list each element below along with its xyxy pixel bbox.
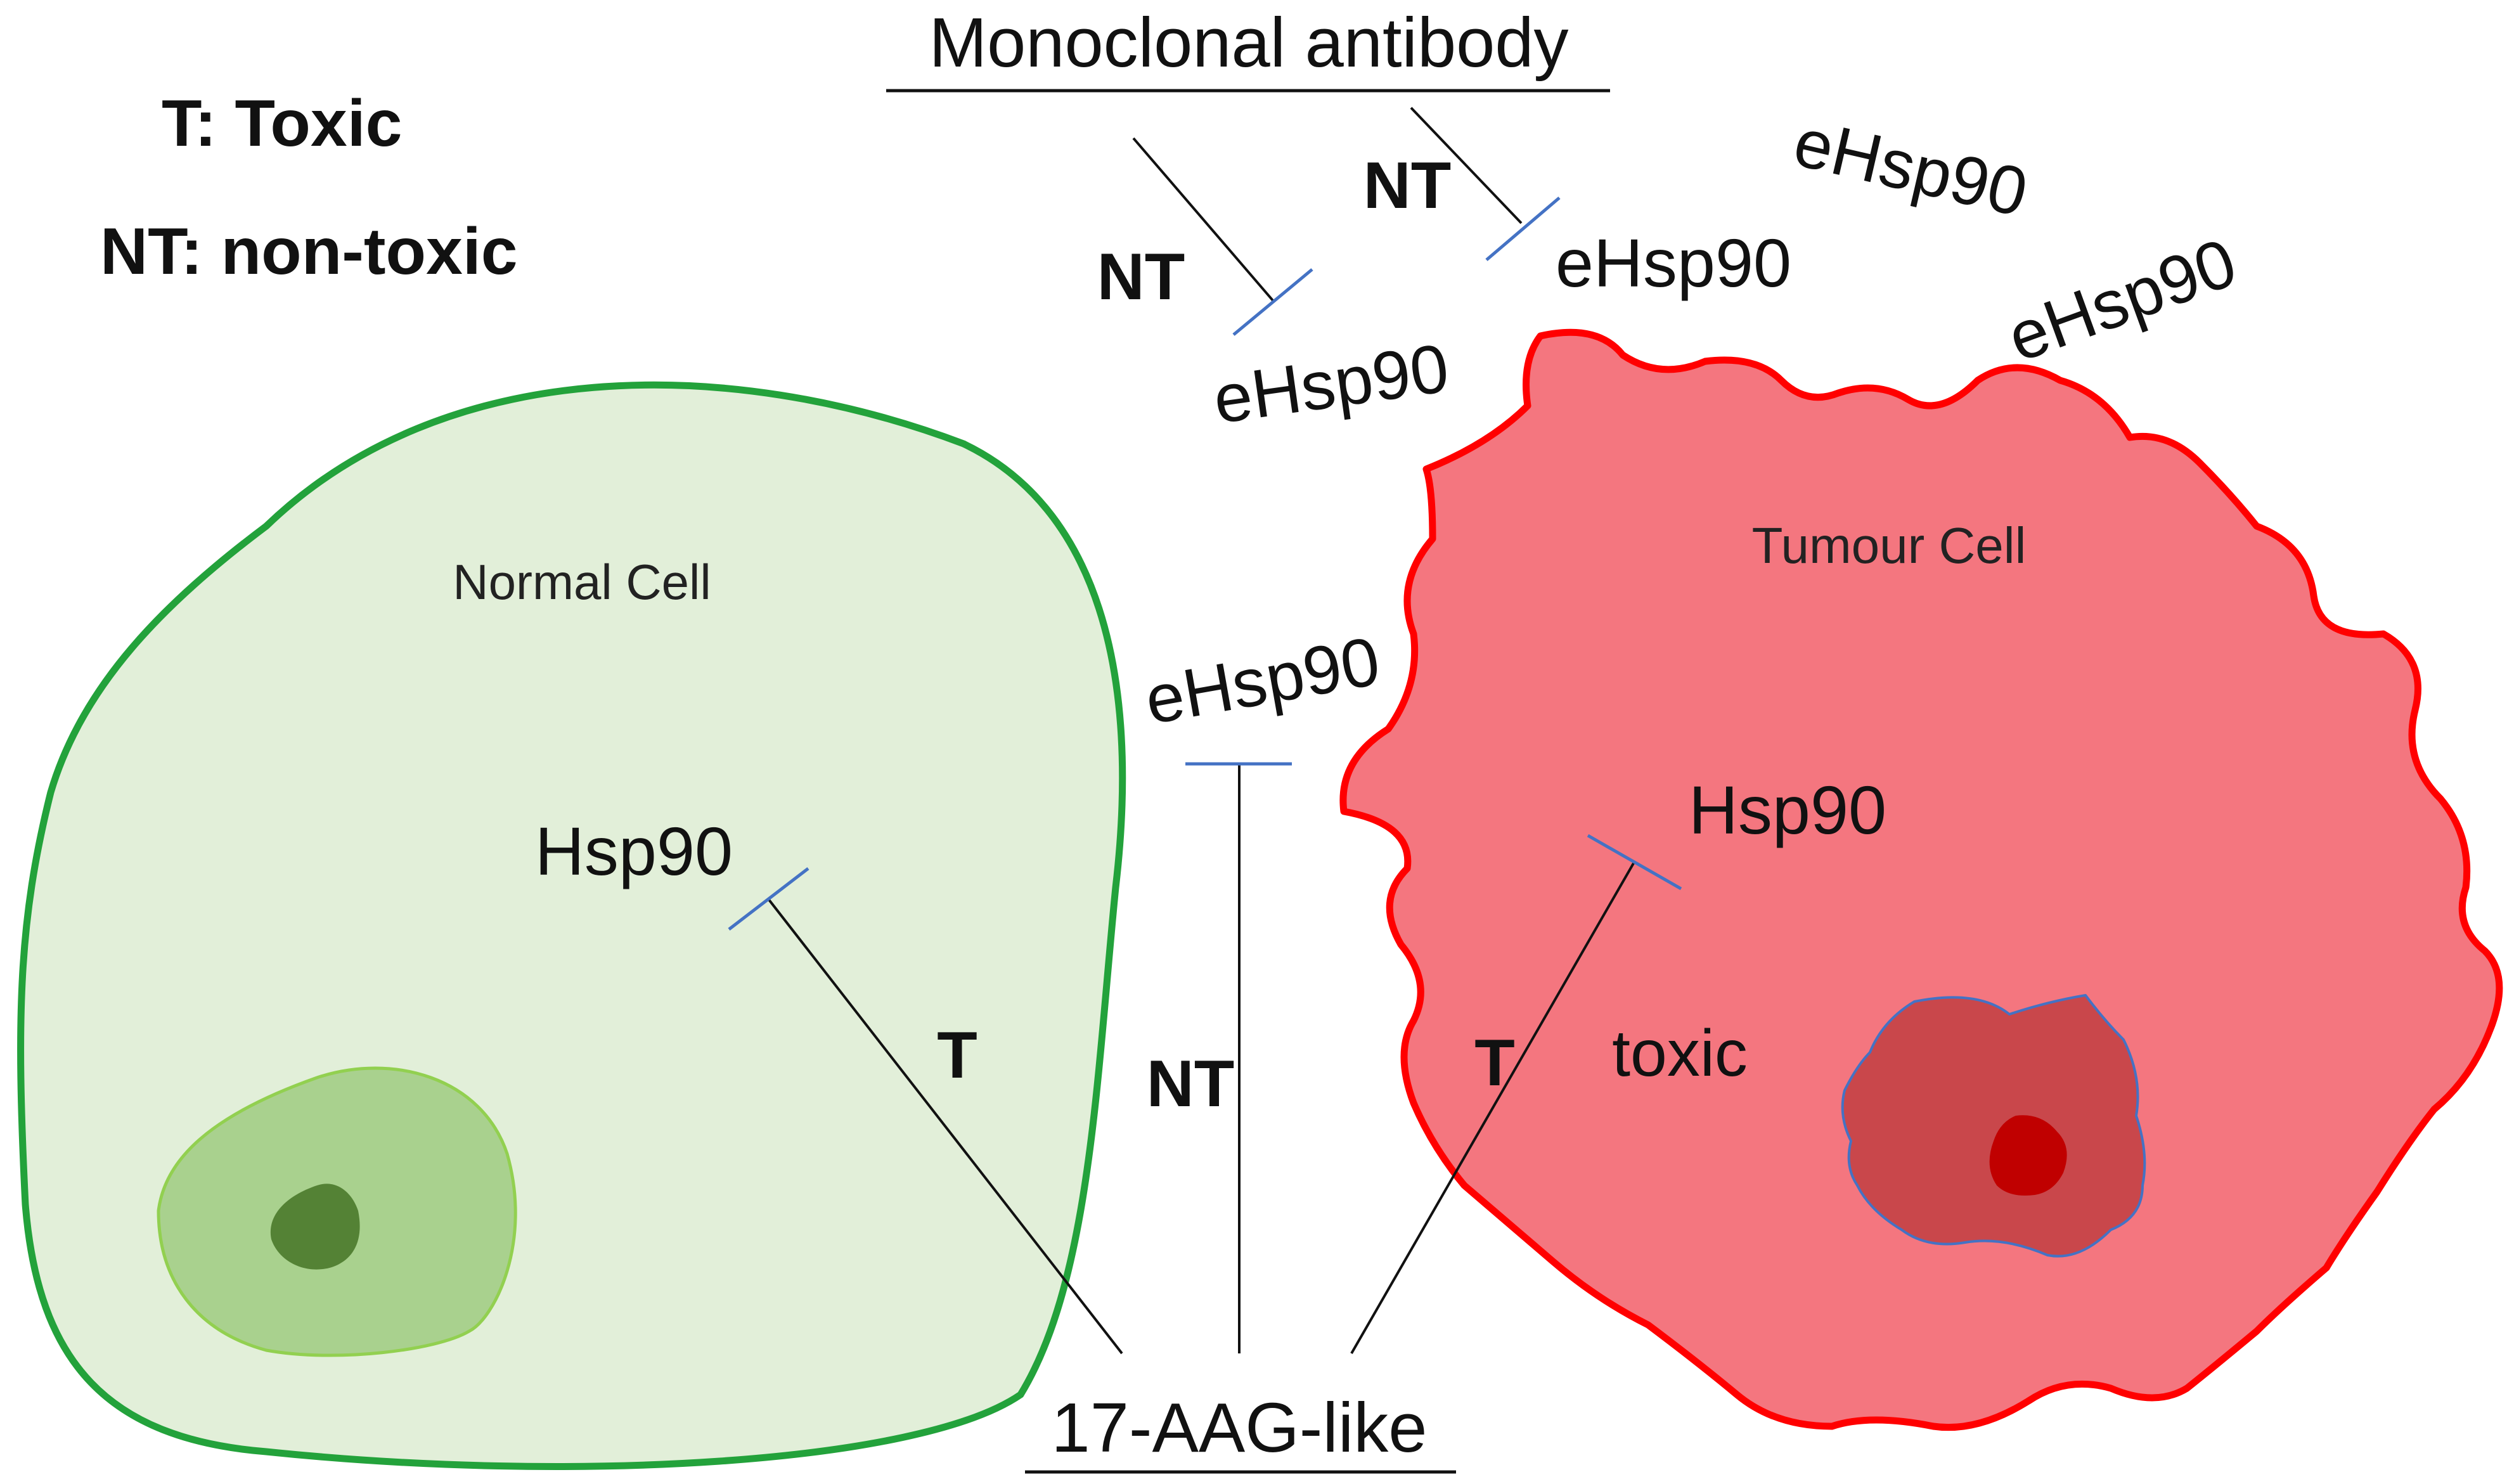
legend-non-toxic: NT: non-toxic	[100, 215, 518, 288]
drug-line-to-normal-hsp90	[767, 898, 1123, 1355]
ehsp90-label: eHsp90	[1140, 622, 1386, 739]
normal-cell-label: Normal Cell	[453, 554, 711, 610]
drug-inhibitor-bar-tumour	[1587, 834, 1682, 891]
legend-toxic: T: Toxic	[162, 87, 402, 160]
drug-effect-ehsp90: NT	[1147, 1047, 1235, 1121]
tumour-effect-label: T	[1474, 1026, 1515, 1100]
antibody-effect-left: NT	[1097, 240, 1185, 314]
tumour-cell-label: Tumour Cell	[1752, 517, 2027, 574]
normal-hsp90-label: Hsp90	[535, 813, 733, 889]
tumour-nucleus	[1841, 994, 2146, 1258]
antibody-line-left	[1132, 137, 1274, 302]
antibody-inhibitor-bar-right	[1485, 197, 1561, 261]
monoclonal-antibody-label: Monoclonal antibody	[929, 4, 1568, 82]
antibody-inhibitor-bar-left	[1232, 268, 1313, 336]
drug-inhibitor-bar-normal	[728, 867, 809, 931]
drug-17aag-label: 17-AAG-like	[1052, 1389, 1428, 1467]
antibody-effect-right: NT	[1363, 149, 1452, 223]
normal-nucleolus	[270, 1184, 360, 1270]
ehsp90-label: eHsp90	[1556, 224, 1791, 301]
ehsp90-label: eHsp90	[1998, 223, 2246, 376]
tumour-hsp90-label: Hsp90	[1689, 771, 1886, 848]
ehsp90-label: eHsp90	[1787, 103, 2034, 231]
normal-cell-membrane	[17, 381, 1126, 1470]
antibody-line-right	[1410, 106, 1523, 224]
ehsp90-label: eHsp90	[1209, 329, 1453, 438]
tumour-cell-membrane	[1339, 328, 2503, 1431]
tumour-nucleolus	[1989, 1115, 2067, 1196]
normal-cell: Normal Cell Hsp90 T	[17, 381, 1126, 1470]
drug-line-to-tumour-hsp90	[1350, 861, 1635, 1354]
tumour-toxic-note: toxic	[1612, 1017, 1748, 1090]
normal-effect-label: T	[937, 1019, 977, 1092]
tumour-cell: Tumour Cell Hsp90 T toxic	[1339, 328, 2503, 1431]
